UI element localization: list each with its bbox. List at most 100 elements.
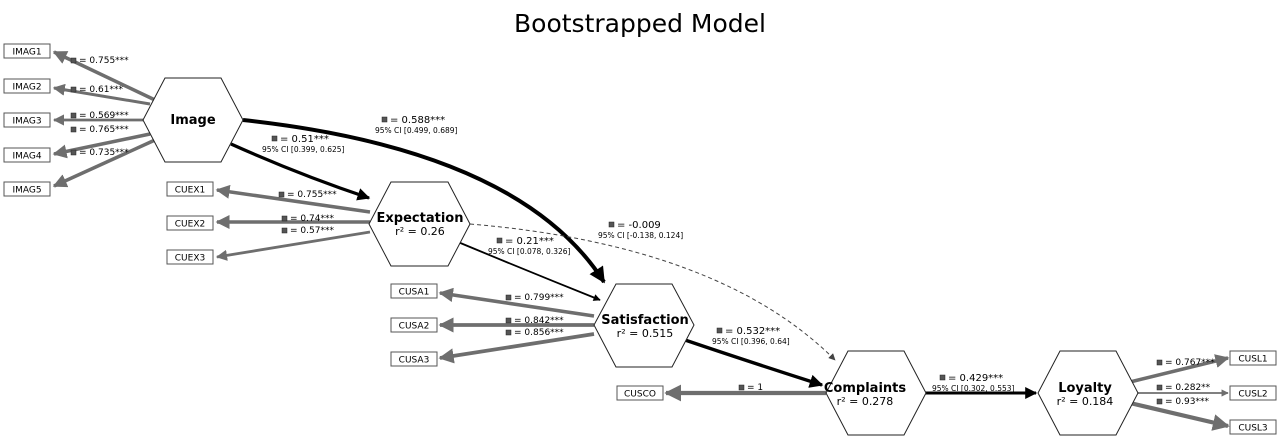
- loading-label-imag1: = 0.755***: [70, 56, 129, 66]
- svg-text:= 0.755***: = 0.755***: [287, 190, 337, 200]
- svg-text:CUSCO: CUSCO: [624, 390, 656, 400]
- indicator-cuex1: CUEX1: [166, 181, 214, 197]
- svg-text:IMAG4: IMAG4: [12, 152, 41, 162]
- svg-text:CUEX2: CUEX2: [175, 220, 205, 230]
- svg-text:CUSA3: CUSA3: [399, 356, 430, 366]
- svg-text:95% CI [0.499, 0.689]: 95% CI [0.499, 0.689]: [375, 126, 458, 135]
- loading-label-imag5: = 0.735***: [70, 148, 129, 158]
- svg-text:= 0.799***: = 0.799***: [514, 293, 564, 303]
- path-satisfaction-complaints: [684, 338, 824, 388]
- svg-text:95% CI [0.399, 0.625]: 95% CI [0.399, 0.625]: [262, 145, 345, 154]
- svg-text:95% CI [0.396, 0.64]: 95% CI [0.396, 0.64]: [712, 337, 790, 346]
- construct-loyalty-name: Loyalty: [1058, 381, 1112, 396]
- loading-labels: = 0.755*** = 0.61*** = 0.569*** = 0.765*…: [70, 56, 1215, 407]
- svg-text:CUSA1: CUSA1: [399, 288, 430, 298]
- svg-text:CUEX3: CUEX3: [175, 254, 205, 264]
- svg-text:= 0.569***: = 0.569***: [79, 111, 129, 121]
- construct-expectation: Expectation r² = 0.26: [368, 181, 471, 267]
- loading-label-imag2: = 0.61***: [70, 85, 123, 95]
- svg-text:= 0.61***: = 0.61***: [79, 85, 123, 95]
- svg-text:CUEX1: CUEX1: [175, 186, 205, 196]
- construct-complaints-name: Complaints: [824, 381, 906, 396]
- loading-line-imag4: [52, 132, 151, 159]
- svg-text:= 0.755***: = 0.755***: [79, 56, 129, 66]
- indicator-imag2: IMAG2: [3, 78, 51, 94]
- svg-text:CUSA2: CUSA2: [399, 322, 430, 332]
- construct-complaints-r2: r² = 0.278: [837, 395, 894, 408]
- construct-satisfaction-r2: r² = 0.515: [617, 327, 674, 340]
- indicator-cusa2: CUSA2: [390, 317, 438, 333]
- construct-loyalty-r2: r² = 0.184: [1057, 395, 1114, 408]
- indicator-cusl2: CUSL2: [1229, 385, 1277, 401]
- svg-text:IMAG2: IMAG2: [12, 83, 41, 93]
- svg-text:= 0.842***: = 0.842***: [514, 316, 564, 326]
- path-expectation-complaints: [469, 223, 836, 361]
- svg-text:= 0.74***: = 0.74***: [290, 214, 334, 224]
- svg-text:= 0.93***: = 0.93***: [1165, 397, 1209, 407]
- loading-label-imag3: = 0.569***: [70, 111, 129, 121]
- loading-label-cuex1: = 0.755***: [278, 190, 337, 200]
- svg-text:= 0.588***: = 0.588***: [390, 115, 445, 126]
- svg-text:CUSL3: CUSL3: [1238, 424, 1267, 434]
- svg-text:= 0.765***: = 0.765***: [79, 125, 129, 135]
- loading-label-cusco: = 1: [738, 383, 763, 393]
- indicator-imag5: IMAG5: [3, 181, 51, 197]
- loading-label-cusa1: = 0.799***: [505, 293, 564, 303]
- indicator-cusa1: CUSA1: [390, 283, 438, 299]
- indicator-cusa3: CUSA3: [390, 351, 438, 367]
- svg-text:= 0.735***: = 0.735***: [79, 148, 129, 158]
- svg-text:= 0.51***: = 0.51***: [280, 134, 329, 145]
- svg-text:= 0.429***: = 0.429***: [948, 373, 1003, 384]
- loading-label-imag4: = 0.765***: [70, 125, 129, 135]
- construct-loyalty: Loyalty r² = 0.184: [1037, 350, 1139, 436]
- loading-label-cusl3: = 0.93***: [1156, 397, 1209, 407]
- loading-line-cusl1: [1129, 354, 1230, 384]
- indicator-imag4: IMAG4: [3, 147, 51, 163]
- path-image-satisfaction: [242, 118, 606, 284]
- construct-complaints: Complaints r² = 0.278: [824, 350, 927, 436]
- svg-text:= 1: = 1: [747, 383, 763, 393]
- loading-label-cusa3: = 0.856***: [505, 328, 564, 338]
- loading-line-imag5: [52, 138, 156, 188]
- indicator-imag3: IMAG3: [3, 112, 51, 128]
- svg-text:CUSL1: CUSL1: [1238, 355, 1267, 365]
- svg-text:95% CI [0.302, 0.553]: 95% CI [0.302, 0.553]: [932, 384, 1015, 393]
- loading-label-cusa2: = 0.842***: [505, 316, 564, 326]
- loading-line-cuex1: [215, 184, 371, 214]
- svg-text:IMAG3: IMAG3: [12, 117, 41, 127]
- path-image-expectation: [230, 142, 371, 201]
- svg-text:= 0.57***: = 0.57***: [290, 226, 334, 236]
- indicator-cusl1: CUSL1: [1229, 350, 1277, 366]
- structural-paths: [230, 118, 1038, 399]
- loading-label-cuex2: = 0.74***: [281, 214, 334, 224]
- loading-line-cusl3: [1129, 400, 1230, 431]
- path-expectation-satisfaction: [457, 241, 601, 301]
- svg-text:= 0.282**: = 0.282**: [1165, 383, 1211, 393]
- loading-line-imag2: [52, 83, 151, 106]
- path-label-expectation-satisfaction: = 0.21*** 95% CI [0.078, 0.326]: [488, 236, 571, 256]
- diagram-title: Bootstrapped Model: [514, 9, 766, 38]
- loading-line-cusa1: [438, 287, 595, 318]
- path-label-satisfaction-complaints: = 0.532*** 95% CI [0.396, 0.64]: [712, 326, 790, 346]
- path-label-image-satisfaction: = 0.588*** 95% CI [0.499, 0.689]: [375, 115, 458, 135]
- loading-label-cusl2: = 0.282**: [1156, 383, 1211, 393]
- construct-image: Image: [142, 77, 244, 163]
- indicator-cusco: CUSCO: [616, 385, 664, 401]
- loading-label-cuex3: = 0.57***: [281, 226, 334, 236]
- loading-line-cusa3: [438, 332, 595, 364]
- path-label-expectation-complaints: = -0.009 95% CI [-0.138, 0.124]: [598, 220, 683, 240]
- construct-satisfaction-name: Satisfaction: [601, 313, 689, 328]
- svg-text:95% CI [-0.138, 0.124]: 95% CI [-0.138, 0.124]: [598, 231, 683, 240]
- construct-expectation-name: Expectation: [377, 211, 464, 226]
- svg-text:CUSL2: CUSL2: [1238, 390, 1267, 400]
- path-labels: = 0.51*** 95% CI [0.399, 0.625] = 0.588*…: [262, 115, 1015, 393]
- indicator-cuex3: CUEX3: [166, 249, 214, 265]
- svg-text:= 0.767***: = 0.767***: [1165, 358, 1215, 368]
- path-label-image-expectation: = 0.51*** 95% CI [0.399, 0.625]: [262, 134, 345, 154]
- path-label-complaints-loyalty: = 0.429*** 95% CI [0.302, 0.553]: [932, 373, 1015, 393]
- svg-text:IMAG1: IMAG1: [12, 48, 41, 58]
- indicator-cusl3: CUSL3: [1229, 419, 1277, 435]
- construct-satisfaction: Satisfaction r² = 0.515: [593, 283, 695, 368]
- loading-label-cusl1: = 0.767***: [1156, 358, 1215, 368]
- svg-text:= 0.856***: = 0.856***: [514, 328, 564, 338]
